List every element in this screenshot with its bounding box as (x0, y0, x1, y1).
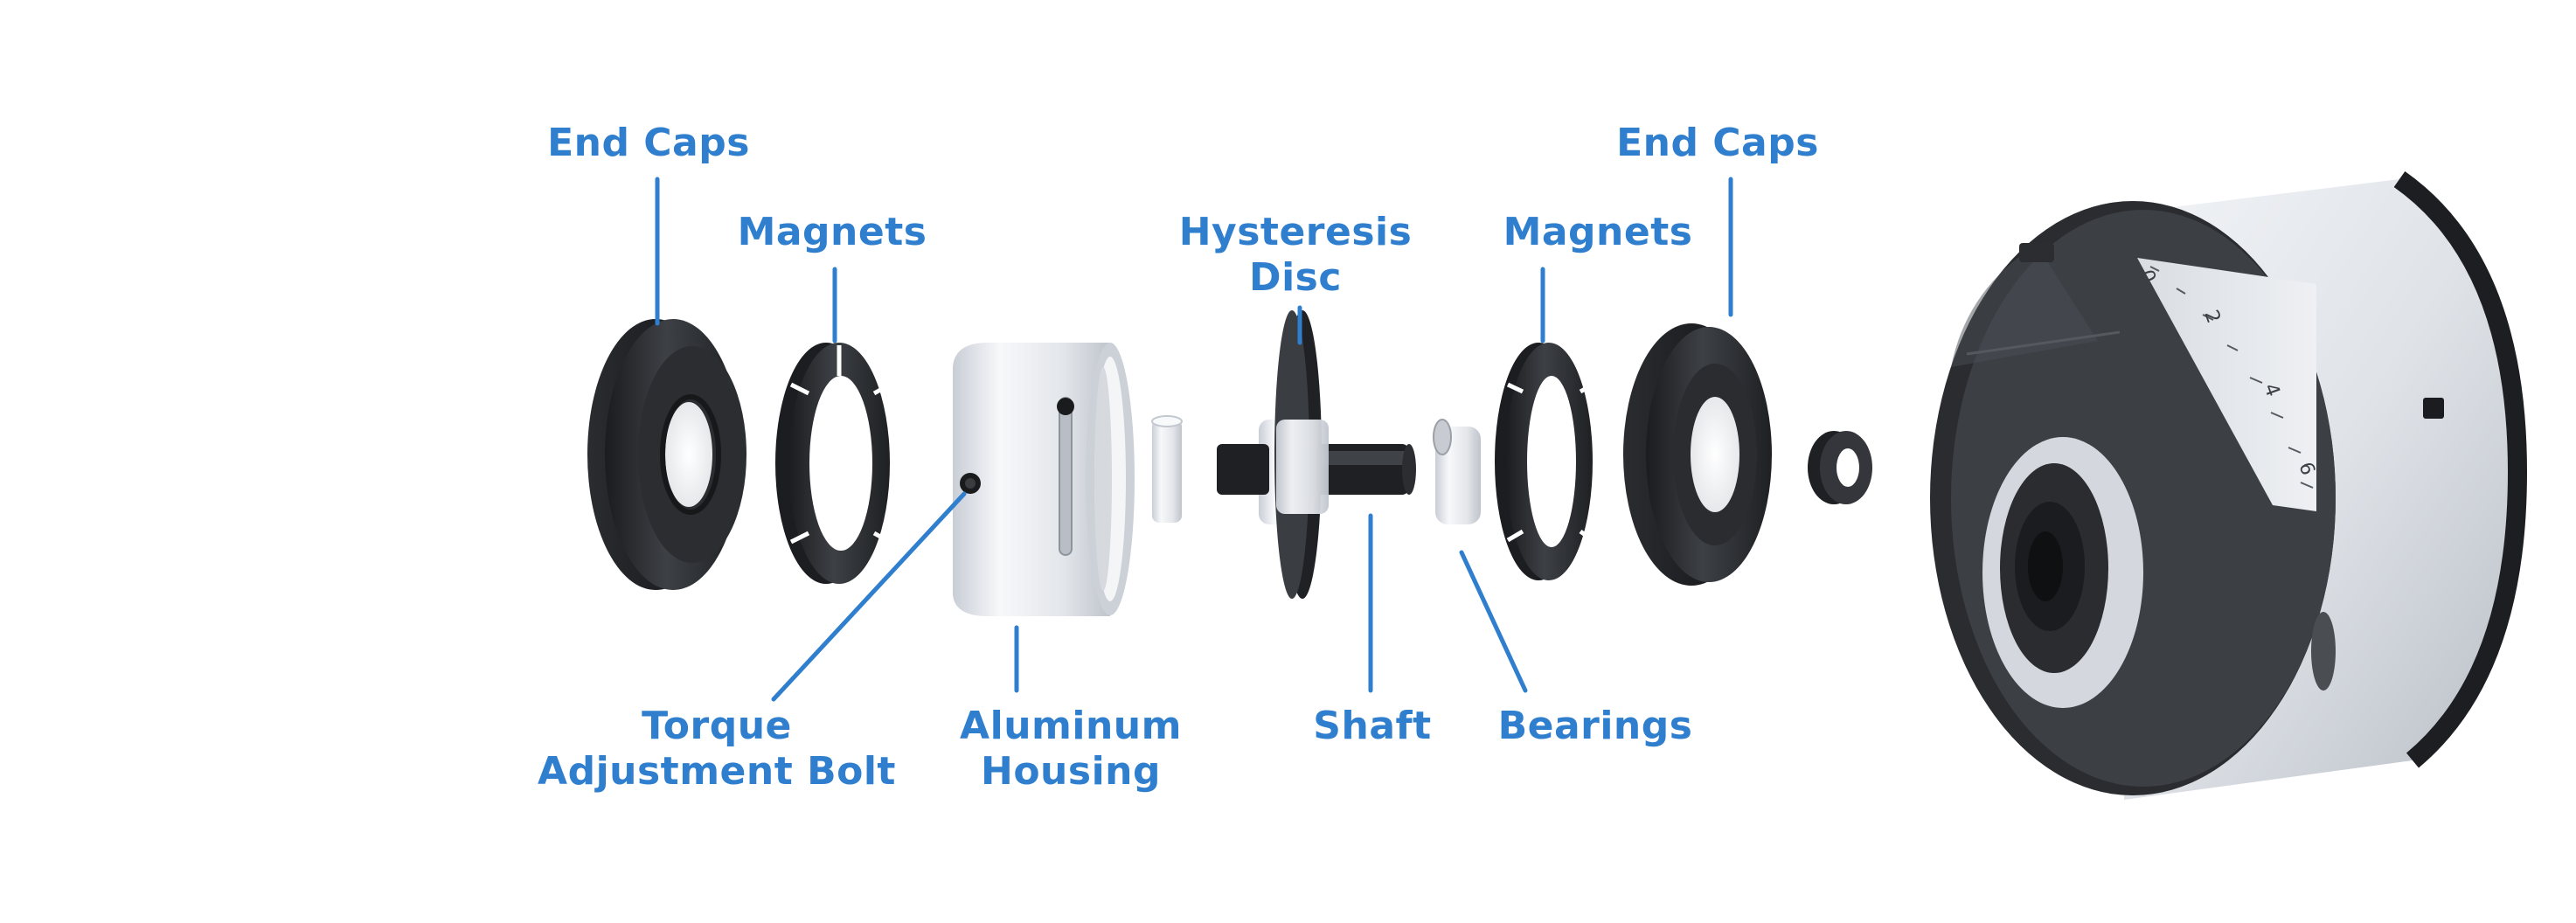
label-hysteresis-disc: Hysteresis Disc (1178, 210, 1413, 300)
leader-bearings (1459, 550, 1528, 693)
label-aluminum-housing: Aluminum Housing (960, 704, 1182, 794)
collar (1808, 431, 1872, 504)
aluminum-housing (953, 343, 1135, 616)
magnets-right (1495, 343, 1594, 580)
end-cap-left (587, 319, 746, 590)
leader-lines (655, 177, 1733, 702)
label-torque-adjustment-bolt: Torque Adjustment Bolt (538, 704, 896, 794)
hysteresis-disc (1217, 310, 1329, 599)
label-shaft: Shaft (1313, 704, 1432, 748)
assembled-brake: 0 2 4 6 (1930, 171, 2528, 800)
leader-torque-bolt (771, 491, 967, 702)
magnets-left (775, 343, 892, 584)
spacer-ring (1151, 415, 1183, 523)
dial-ticks (2149, 266, 2314, 489)
bearing (1433, 419, 1481, 524)
label-end-caps-left: End Caps (547, 121, 750, 165)
label-magnets-left: Magnets (737, 210, 927, 254)
label-magnets-right: Magnets (1503, 210, 1693, 254)
label-bearings: Bearings (1497, 704, 1693, 748)
label-end-caps-right: End Caps (1616, 121, 1819, 165)
end-cap-right (1623, 323, 1772, 586)
